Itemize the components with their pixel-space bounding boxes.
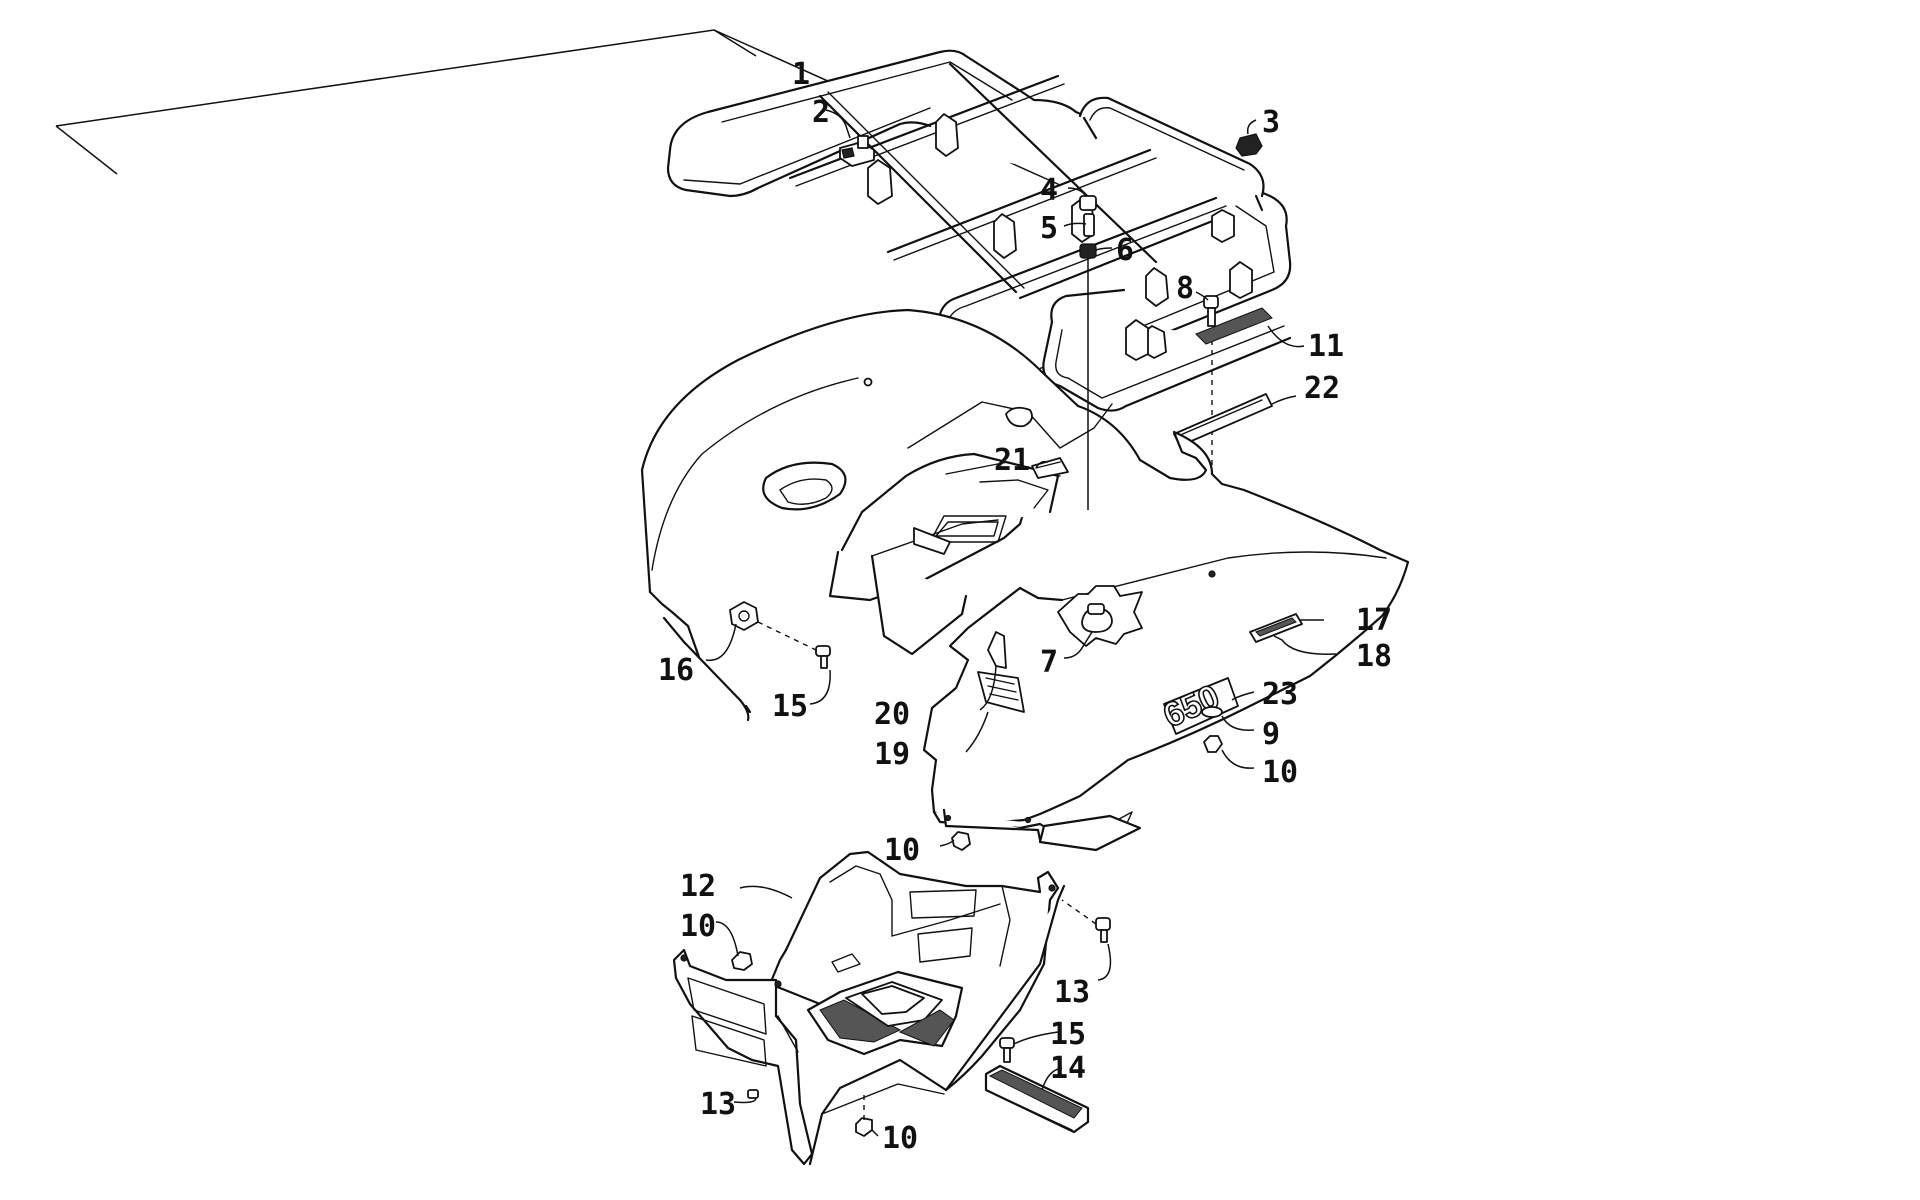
callout-8: 8 [1176, 271, 1194, 306]
callout-10-left: 10 [680, 909, 716, 944]
side-reflector [1249, 613, 1303, 643]
left-grommet [729, 601, 817, 651]
callout-19: 19 [874, 737, 910, 772]
callout-6: 6 [1116, 233, 1134, 268]
footwell-assembly [672, 831, 1066, 1166]
callout-5: 5 [1040, 211, 1058, 246]
push-nut [1235, 133, 1263, 157]
grommet-cutaway [1057, 585, 1143, 647]
callout-14: 14 [1050, 1051, 1086, 1086]
callout-11: 11 [1308, 329, 1344, 364]
callout-17: 17 [1356, 603, 1392, 638]
rear-fender [640, 308, 1410, 852]
callout-15-upper: 15 [772, 689, 808, 724]
callout-10-rear: 10 [1262, 755, 1298, 790]
callout-12: 12 [680, 869, 716, 904]
cargo-decal [1031, 457, 1069, 479]
rack-decal [1195, 307, 1273, 345]
callout-15-lower: 15 [1050, 1017, 1086, 1052]
leader-lines [705, 109, 1337, 1137]
callout-13-right: 13 [1054, 975, 1090, 1010]
callout-23: 23 [1262, 677, 1298, 712]
callout-18: 18 [1356, 639, 1392, 674]
lower-screw [999, 1037, 1015, 1063]
upper-screw [815, 645, 831, 669]
rack-plug [839, 135, 875, 167]
callout-20: 20 [874, 697, 910, 732]
callout-16: 16 [658, 653, 694, 688]
foot-peg [984, 1064, 1090, 1134]
callout-21: 21 [994, 443, 1030, 478]
callout-10-center: 10 [884, 833, 920, 868]
right-screw [1061, 899, 1111, 943]
callout-10-bottom: 10 [882, 1121, 918, 1156]
callout-labels: 1 2 3 4 5 6 7 8 9 10 10 10 10 11 12 13 1… [658, 57, 1392, 1156]
rear-rack [666, 49, 1292, 412]
callout-1: 1 [792, 57, 810, 92]
left-screw [747, 1089, 759, 1099]
fender-bracket [977, 631, 1025, 713]
rack-bolt-stack [1079, 195, 1097, 510]
callout-9: 9 [1262, 717, 1280, 752]
washer-and-nut [1201, 706, 1223, 753]
callout-7: 7 [1040, 645, 1058, 680]
callout-2: 2 [812, 95, 830, 130]
callout-4: 4 [1040, 173, 1058, 208]
callout-3: 3 [1262, 105, 1280, 140]
callout-22: 22 [1304, 371, 1340, 406]
callout-13-left: 13 [700, 1087, 736, 1122]
